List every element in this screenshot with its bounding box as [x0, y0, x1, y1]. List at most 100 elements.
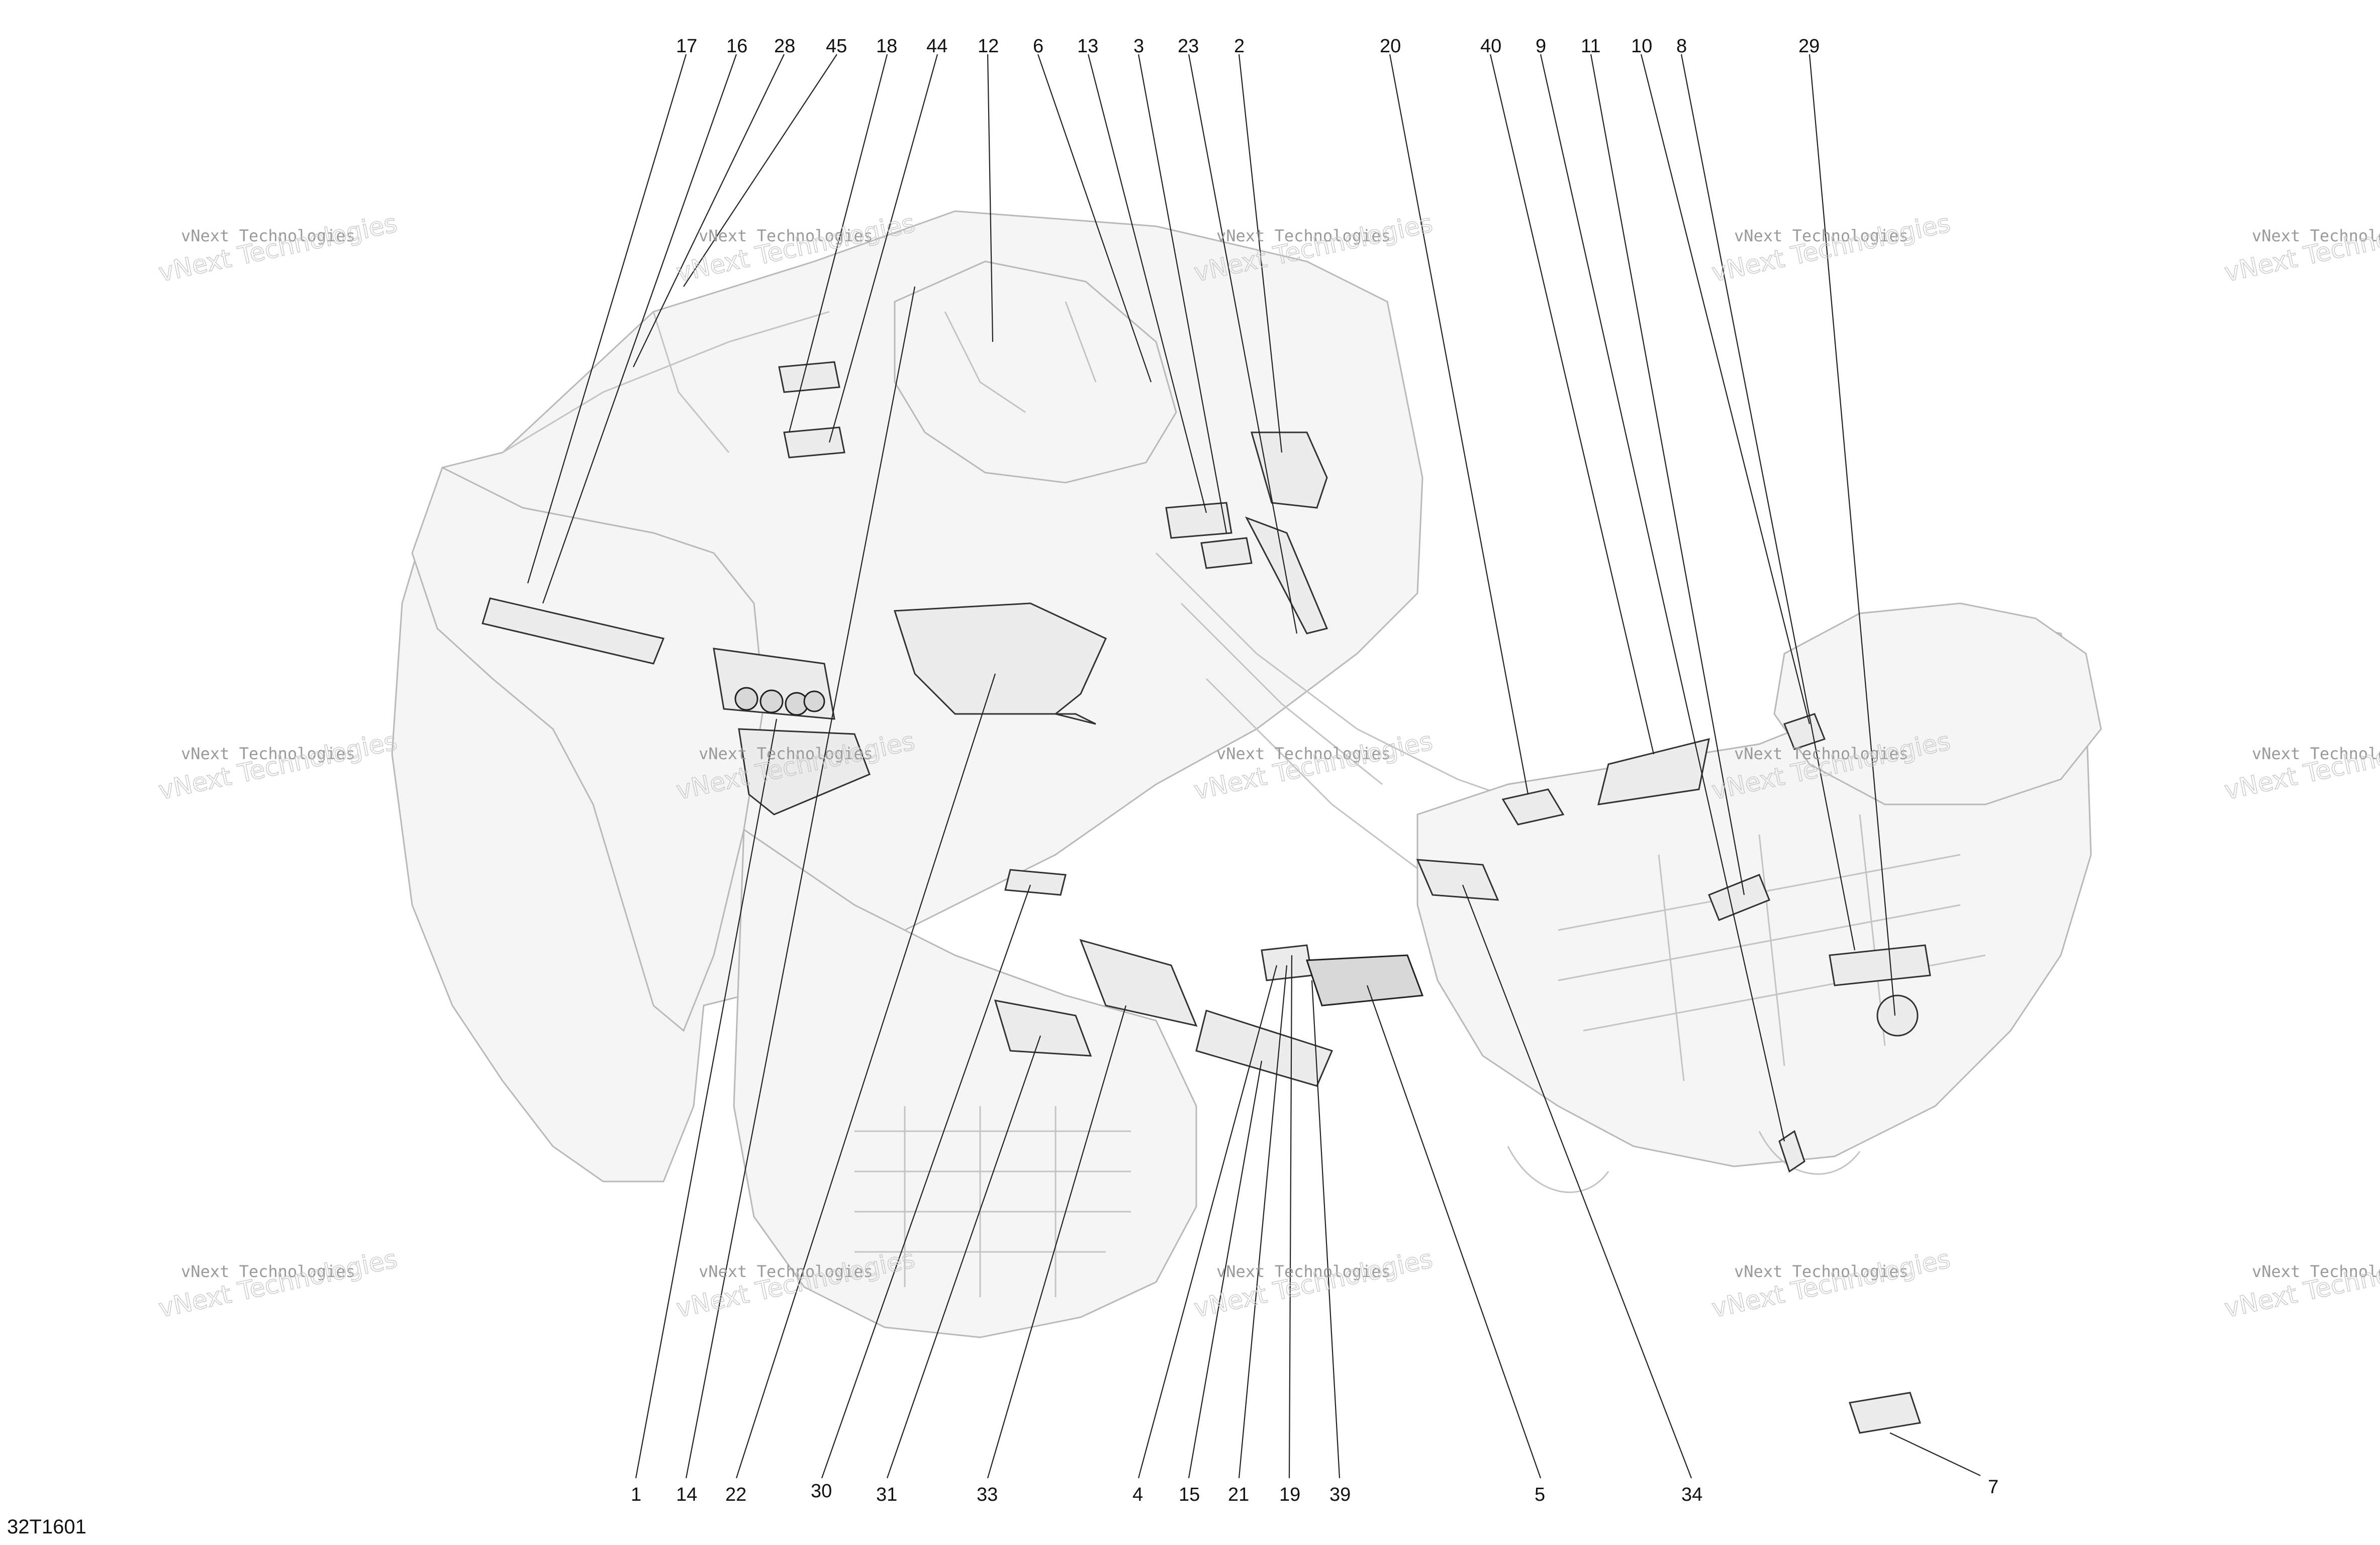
callout-6: 6 — [1033, 36, 1043, 57]
decal-rear-round — [1876, 994, 1919, 1037]
callout-34: 34 — [1681, 1484, 1702, 1505]
watermark-r1c3: vNext Technologies — [1216, 226, 1391, 245]
callout-28: 28 — [774, 36, 795, 57]
watermark-outline-r1c4: vNext Technologies — [1709, 208, 1953, 288]
watermark-text: vNext Technologies — [2252, 226, 2380, 245]
decal-strip-dash — [1245, 516, 1328, 634]
watermark-outline-text: vNext Technologies — [2222, 1244, 2380, 1323]
watermark-outline-r2c1: vNext Technologies — [156, 726, 400, 806]
decal-rear-4 — [1708, 874, 1770, 921]
callout-39: 39 — [1329, 1484, 1351, 1505]
callout-2: 2 — [1234, 36, 1245, 57]
watermark-text: vNext Technologies — [699, 226, 873, 245]
callout-13: 13 — [1077, 36, 1098, 57]
callout-15: 15 — [1179, 1484, 1200, 1505]
decal-outlander — [482, 597, 665, 665]
decal-rear-1 — [1501, 788, 1565, 826]
watermark-r1c5: vNext Technologies — [2252, 226, 2380, 245]
callout-11: 11 — [1581, 36, 1600, 57]
watermark-outline-text: vNext Technologies — [2222, 209, 2380, 288]
watermark-r3c3: vNext Technologies — [1216, 1262, 1391, 1281]
decal-dash-warning-3 — [1165, 502, 1232, 539]
watermark-outline-r3c1: vNext Technologies — [156, 1244, 400, 1324]
watermark-text: vNext Technologies — [699, 744, 873, 763]
watermark-outline-text: vNext Technologies — [2222, 726, 2380, 805]
watermark-text: vNext Technologies — [1734, 1262, 1909, 1281]
callout-30: 30 — [811, 1481, 832, 1502]
watermark-outline-r3c5: vNext Technologies — [2222, 1244, 2380, 1324]
callout-4: 4 — [1132, 1484, 1143, 1505]
decal-dash-warning-2 — [783, 426, 845, 459]
decal-side-panel — [738, 728, 871, 815]
callout-18: 18 — [876, 36, 897, 57]
watermark-text: vNext Technologies — [181, 744, 355, 763]
watermark-text: vNext Technologies — [2252, 744, 2380, 763]
decal-570 — [1079, 939, 1198, 1027]
callout-1: 1 — [631, 1484, 641, 1505]
leader-lines — [527, 54, 1981, 1479]
decal-dash-warning-1 — [778, 361, 840, 393]
watermark-outline-text: vNext Technologies — [1709, 1244, 1953, 1323]
decal-rear-3 — [1597, 738, 1710, 805]
vehicle-body-outline — [391, 210, 2102, 1338]
watermark-outline-text: vNext Technologies — [156, 726, 400, 805]
watermark-text: vNext Technologies — [1734, 226, 1909, 245]
callout-31: 31 — [876, 1484, 897, 1505]
watermark-outline-r3c4: vNext Technologies — [1709, 1244, 1953, 1324]
decal-footwell-strip — [1195, 1010, 1334, 1087]
callout-45: 45 — [826, 36, 847, 57]
decal-front-small — [1004, 869, 1067, 896]
watermark-text: vNext Technologies — [1216, 1262, 1391, 1281]
callout-40: 40 — [1480, 36, 1501, 57]
watermark-text: vNext Technologies — [2252, 1262, 2380, 1281]
decal-4x4 — [994, 999, 1092, 1057]
watermark-r2c5: vNext Technologies — [2252, 744, 2380, 763]
watermark-r3c5: vNext Technologies — [2252, 1262, 2380, 1281]
top-callouts: 17 16 28 45 18 44 12 6 13 3 23 2 20 40 9… — [676, 36, 1820, 57]
watermark-outline-r1c5: vNext Technologies — [2222, 208, 2380, 288]
callout-7: 7 — [1988, 1477, 1998, 1498]
callout-21: 21 — [1228, 1484, 1249, 1505]
watermark-outline-r2c5: vNext Technologies — [2222, 726, 2380, 806]
decal-rear-2 — [1416, 859, 1499, 901]
callout-23: 23 — [1178, 36, 1199, 57]
watermark-r1c2: vNext Technologies — [699, 226, 873, 245]
watermark-outline-text: vNext Technologies — [156, 1244, 400, 1323]
decal-circle-2 — [759, 689, 784, 713]
watermark-text: vNext Technologies — [699, 1262, 873, 1281]
callout-19: 19 — [1279, 1484, 1300, 1505]
callout-17: 17 — [676, 36, 697, 57]
decal-small-tag — [1849, 1392, 1921, 1434]
watermark-r1c4: vNext Technologies — [1734, 226, 1909, 245]
callout-22: 22 — [725, 1484, 746, 1505]
decals — [482, 361, 1931, 1434]
callout-5: 5 — [1535, 1484, 1545, 1505]
decal-footwell-2 — [1305, 954, 1424, 1007]
watermark-r3c1: vNext Technologies — [181, 1262, 355, 1281]
watermark-outline-text: vNext Technologies — [156, 209, 400, 288]
bottom-callouts: 1 14 22 30 31 33 4 15 21 19 39 5 34 7 — [631, 1477, 1998, 1505]
watermark-text: vNext Technologies — [181, 226, 355, 245]
watermark-r2c4: vNext Technologies — [1734, 744, 1909, 763]
callout-9: 9 — [1536, 36, 1546, 57]
watermark-r3c2: vNext Technologies — [699, 1262, 873, 1281]
decal-dash-warning-4 — [1200, 537, 1253, 569]
callout-3: 3 — [1133, 36, 1144, 57]
decal-circle-1 — [734, 687, 758, 711]
watermark-r2c1: vNext Technologies — [181, 744, 355, 763]
decal-hang-tag — [1778, 1130, 1805, 1173]
watermark-text: vNext Technologies — [1216, 744, 1391, 763]
watermark-r1c1: vNext Technologies — [181, 226, 355, 245]
watermark-text: vNext Technologies — [1216, 226, 1391, 245]
decal-console — [1251, 431, 1328, 509]
watermark-r2c3: vNext Technologies — [1216, 744, 1391, 763]
callout-29: 29 — [1798, 36, 1820, 57]
watermark-outline-text: vNext Technologies — [1709, 209, 1953, 288]
callout-8: 8 — [1676, 36, 1687, 57]
callout-10: 10 — [1631, 36, 1652, 57]
callout-12: 12 — [978, 36, 999, 57]
decal-circle-4 — [803, 690, 825, 712]
watermark-outline-r1c1: vNext Technologies — [156, 208, 400, 288]
watermark-text: vNext Technologies — [1734, 744, 1909, 763]
